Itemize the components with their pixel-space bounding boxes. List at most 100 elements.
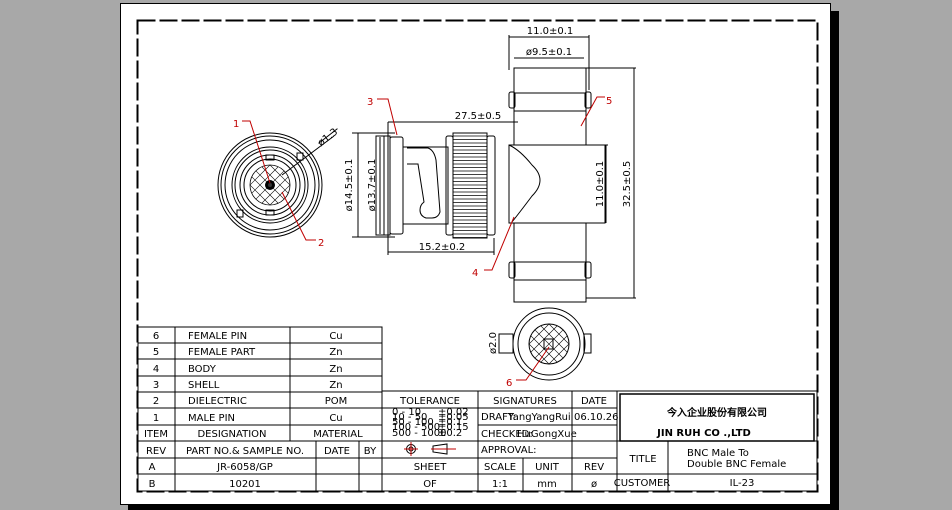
projection-symbol-icon: [404, 442, 456, 456]
svg-text:REV: REV: [146, 446, 166, 457]
front-view-male: [217, 132, 323, 238]
svg-text:DIELECTRIC: DIELECTRIC: [188, 396, 247, 407]
bom-row: 3 SHELL Zn: [153, 380, 343, 391]
side-view-male: [352, 132, 496, 239]
svg-text:DATE: DATE: [324, 446, 350, 457]
svg-text:4: 4: [472, 268, 478, 279]
svg-text:FEMALE PART: FEMALE PART: [188, 347, 256, 358]
svg-text:B: B: [149, 479, 156, 490]
svg-text:MATERIAL: MATERIAL: [313, 429, 363, 440]
scale-label: SCALE: [484, 462, 516, 473]
side-view-dims: [357, 121, 518, 255]
bottom-grid: [137, 390, 818, 492]
svg-text:6: 6: [153, 331, 159, 342]
callout-1: 1: [233, 119, 271, 184]
callout-2: 2: [281, 191, 324, 249]
customer-value: IL-23: [730, 478, 755, 489]
svg-text:Cu: Cu: [329, 413, 342, 424]
svg-text:SHELL: SHELL: [188, 380, 220, 391]
tee-body: [508, 35, 636, 303]
svg-text:±0.02: ±0.02: [438, 407, 469, 418]
svg-text:±0.2: ±0.2: [438, 428, 462, 439]
dim-overall-height: 32.5±0.5: [622, 161, 633, 208]
svg-text:ITEM: ITEM: [144, 429, 168, 440]
svg-text:3: 3: [367, 97, 373, 108]
callout-5: 5: [580, 96, 612, 127]
bom-table: [137, 326, 383, 442]
svg-text:POM: POM: [325, 396, 348, 407]
svg-text:1: 1: [233, 119, 239, 130]
checked-name: HuGongXue: [517, 429, 577, 440]
dim-shell-length: 15.2±0.2: [419, 242, 466, 253]
rev-label: REV: [584, 462, 604, 473]
svg-text:±0.15: ±0.15: [438, 422, 469, 433]
dim-female-pin-dia: ø2.0: [488, 332, 499, 354]
revision-row: A JR-6058/GP: [149, 462, 273, 473]
signatures-label: SIGNATURES: [493, 396, 557, 407]
callout-6: 6: [506, 346, 550, 389]
draft-label: DRAFT:: [481, 412, 516, 423]
dim-tee-body: 11.0±0.1: [595, 161, 606, 208]
dim-body-dia: ø13.7±0.1: [367, 159, 378, 212]
company-name-en: JIN RUH CO .,LTD: [656, 428, 751, 439]
svg-text:A: A: [149, 462, 156, 473]
svg-text:2: 2: [153, 396, 159, 407]
dim-length-male: 27.5±0.5: [455, 111, 502, 122]
title-label: TITLE: [628, 454, 656, 465]
svg-text:Zn: Zn: [329, 347, 342, 358]
knurling: [453, 135, 487, 238]
tolerance-label: TOLERANCE: [399, 396, 460, 407]
revision-row: B 10201: [149, 479, 261, 490]
title-line-2: Double BNC Female: [687, 459, 786, 470]
svg-text:1: 1: [153, 413, 159, 424]
svg-text:10 - 50: 10 - 50: [392, 412, 427, 423]
sheet-label: SHEET: [414, 462, 448, 473]
svg-text:100 - 500: 100 - 500: [392, 422, 440, 433]
female-end-view: [498, 307, 592, 381]
bom-row: 1 MALE PIN Cu: [153, 413, 343, 424]
callout-4: 4: [472, 216, 515, 279]
dim-inner-dia: ø9.5±0.1: [526, 47, 572, 58]
svg-text:50 - 100: 50 - 100: [392, 417, 434, 428]
svg-text:JR-6058/GP: JR-6058/GP: [216, 462, 273, 473]
svg-text:PART NO.& SAMPLE NO.: PART NO.& SAMPLE NO.: [186, 446, 304, 457]
draft-name: YangYangRui: [507, 412, 571, 423]
approval-label: APPROVAL:: [481, 445, 537, 456]
rev-value: ø: [591, 479, 597, 490]
dim-overall-width: 11.0±0.1: [527, 26, 574, 37]
svg-text:Cu: Cu: [329, 331, 342, 342]
svg-text:BODY: BODY: [188, 364, 217, 375]
svg-text:10201: 10201: [229, 479, 261, 490]
bom-row: 5 FEMALE PART Zn: [153, 347, 343, 358]
svg-text:Zn: Zn: [329, 364, 342, 375]
svg-text:5: 5: [153, 347, 159, 358]
title-line-1: BNC Male To: [687, 448, 749, 459]
checked-label: CHECKED:: [481, 429, 533, 440]
svg-text:2: 2: [318, 238, 324, 249]
svg-text:3: 3: [153, 380, 159, 391]
bom-row: 4 BODY Zn: [153, 364, 343, 375]
svg-text:DESIGNATION: DESIGNATION: [197, 429, 266, 440]
svg-text:0 - 10: 0 - 10: [392, 407, 421, 418]
unit-value: mm: [537, 479, 556, 490]
revision-header: REV PART NO.& SAMPLE NO. DATE BY: [146, 446, 377, 457]
female-end-hatch: [529, 324, 569, 364]
draft-date: 06.10.26: [574, 412, 619, 423]
company-name-cn: 今入企业股份有限公司: [666, 406, 767, 419]
svg-text:±0.05: ±0.05: [438, 412, 469, 423]
customer-label: CUSTOMER: [614, 478, 671, 489]
svg-text:5: 5: [606, 96, 612, 107]
svg-text:BY: BY: [364, 446, 377, 457]
svg-text:±0.1: ±0.1: [438, 417, 462, 428]
svg-text:6: 6: [506, 378, 512, 389]
bom-header: ITEM DESIGNATION MATERIAL: [144, 429, 363, 440]
unit-label: UNIT: [535, 462, 560, 473]
date-label: DATE: [581, 396, 607, 407]
dim-outer-dia: ø14.5±0.1: [344, 159, 355, 212]
svg-text:500 - 1000: 500 - 1000: [392, 428, 447, 439]
sheet-value: OF: [423, 479, 437, 490]
svg-text:MALE PIN: MALE PIN: [188, 413, 235, 424]
svg-text:4: 4: [153, 364, 159, 375]
svg-text:FEMALE PIN: FEMALE PIN: [188, 331, 247, 342]
